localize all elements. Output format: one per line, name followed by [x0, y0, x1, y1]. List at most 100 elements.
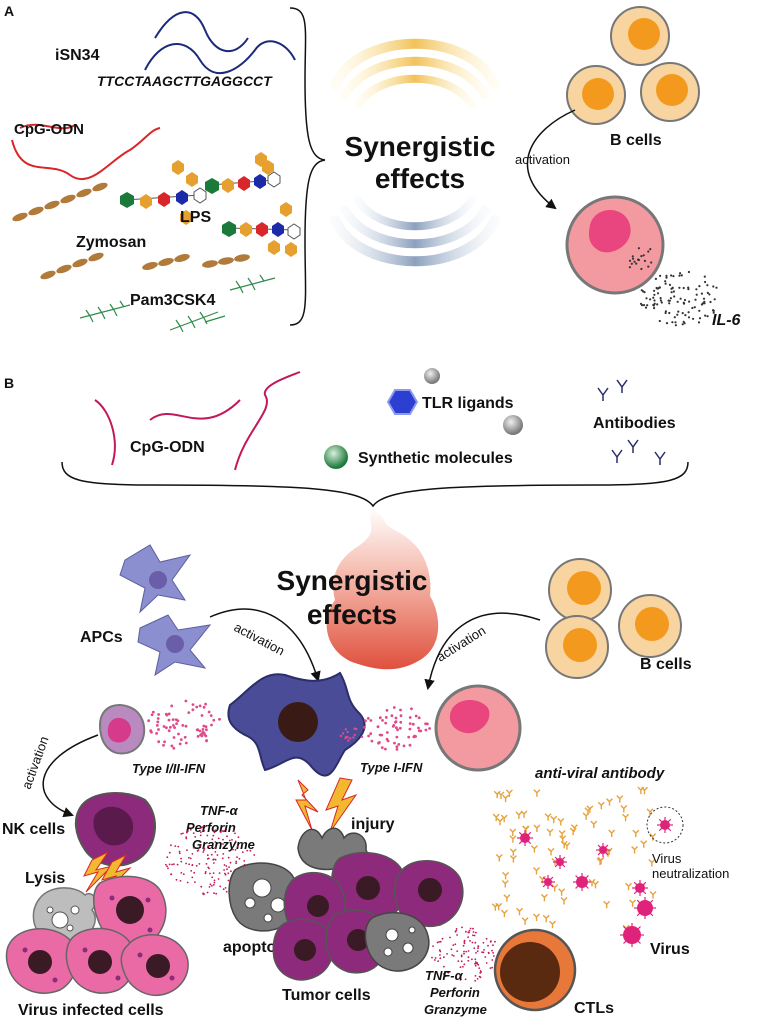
- antibody-icon: [559, 835, 567, 843]
- dot: [218, 717, 221, 721]
- dot: [414, 735, 417, 738]
- dot: [394, 720, 398, 724]
- virus-infected-label: Virus infected cells: [18, 1002, 164, 1019]
- dot: [457, 960, 460, 962]
- dot: [168, 851, 171, 854]
- dot: [212, 872, 215, 874]
- dot: [230, 870, 232, 873]
- dot: [456, 934, 458, 936]
- dot: [479, 976, 482, 979]
- virus-icon: [634, 897, 656, 919]
- dot: [703, 300, 706, 303]
- dot: [352, 736, 355, 739]
- dot: [215, 892, 218, 895]
- isn34-strand-top: [154, 11, 249, 53]
- dot: [189, 828, 192, 831]
- synergy-b-line2: effects: [307, 599, 397, 630]
- dot: [203, 848, 206, 850]
- dot: [671, 321, 674, 324]
- b-cells-a: [566, 6, 700, 125]
- synergy-a-line1: Synergistic: [345, 131, 496, 162]
- dot: [664, 310, 668, 313]
- dot: [203, 830, 206, 832]
- dot: [684, 314, 687, 317]
- dot: [213, 881, 216, 884]
- dot: [642, 254, 645, 257]
- dot: [441, 937, 444, 940]
- dot: [439, 940, 442, 943]
- dot: [647, 265, 650, 268]
- dot: [223, 869, 226, 871]
- panel-a-letter: A: [4, 3, 14, 19]
- dot: [464, 978, 467, 981]
- dot: [485, 937, 488, 940]
- dot: [224, 872, 226, 875]
- dot: [170, 873, 172, 876]
- dot: [668, 299, 671, 302]
- dot: [444, 975, 447, 978]
- flame-icon: [326, 507, 439, 670]
- tlr-label: TLR ligands: [422, 395, 514, 412]
- dot: [180, 833, 183, 835]
- dot: [162, 725, 166, 728]
- dot: [446, 953, 448, 955]
- dot: [147, 719, 151, 723]
- dot: [472, 931, 475, 933]
- synergy-b-line1: Synergistic: [277, 565, 428, 596]
- dot: [204, 702, 208, 706]
- dot: [678, 274, 681, 277]
- dot: [408, 722, 412, 725]
- dot: [206, 834, 209, 837]
- dot: [228, 866, 231, 868]
- dot: [672, 275, 675, 278]
- dot: [469, 927, 472, 930]
- dot: [167, 729, 171, 733]
- injury-label: injury: [351, 816, 395, 833]
- dot: [715, 286, 718, 289]
- pam-molecules: [79, 274, 276, 333]
- dot: [204, 872, 207, 875]
- dot: [426, 722, 429, 726]
- antibody-icon: [606, 798, 613, 806]
- dot: [652, 304, 656, 307]
- dot: [394, 716, 398, 720]
- zymosan-label: Zymosan: [76, 234, 146, 251]
- dot: [369, 719, 373, 722]
- dot: [221, 857, 224, 860]
- dot: [653, 302, 656, 305]
- dot: [411, 722, 415, 726]
- dot: [393, 741, 396, 745]
- dot: [206, 854, 209, 857]
- dot: [712, 285, 715, 288]
- dot: [169, 725, 172, 729]
- dot: [491, 966, 493, 969]
- dot: [200, 831, 202, 833]
- dot: [465, 930, 467, 933]
- antibody-icon: [558, 888, 566, 896]
- dot: [673, 316, 676, 319]
- antibody-icon: [649, 833, 657, 841]
- dot: [217, 837, 220, 840]
- dot: [492, 955, 495, 957]
- dot: [234, 840, 237, 843]
- dot: [489, 941, 492, 943]
- dot: [202, 724, 206, 728]
- dot: [669, 297, 673, 300]
- dot: [399, 708, 402, 712]
- dot: [698, 317, 702, 320]
- dot: [222, 830, 225, 833]
- dot: [695, 288, 698, 291]
- dot: [658, 286, 661, 289]
- dot: [702, 297, 706, 300]
- dot: [341, 732, 345, 735]
- dot: [204, 725, 208, 729]
- dot: [236, 845, 239, 848]
- dot: [246, 849, 249, 852]
- activation-arrow-a: [526, 109, 576, 210]
- dot: [681, 323, 684, 326]
- dot: [377, 741, 380, 745]
- dot: [428, 727, 431, 730]
- synthetic-ball-icon: [324, 445, 348, 469]
- antibody-icon: [505, 789, 513, 797]
